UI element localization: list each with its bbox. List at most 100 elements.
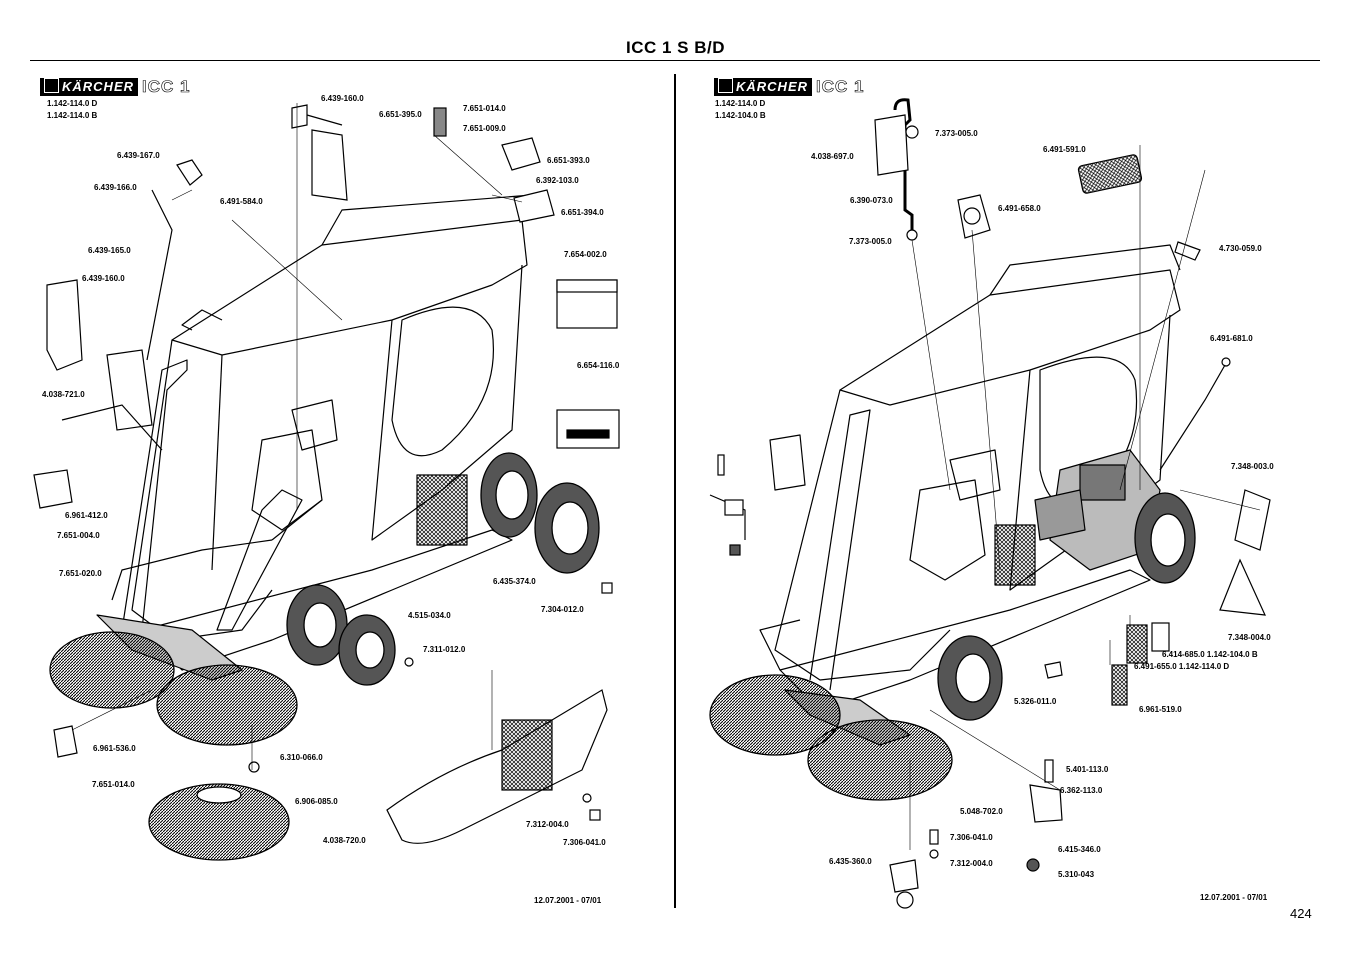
right-air-filter: [957, 194, 991, 239]
part-label: 5.401-113.0: [1066, 765, 1109, 774]
left-fuse: [433, 107, 447, 137]
part-label: 7.651-009.0: [463, 124, 506, 133]
left-kaercher-logo: KÄRCHER: [40, 78, 138, 96]
part-label: 7.373-005.0: [849, 237, 892, 246]
part-label: 7.306-041.0: [563, 838, 606, 847]
part-label: 6.491-681.0: [1210, 334, 1253, 343]
left-side-brush-3: [148, 783, 290, 861]
left-brand-header: KÄRCHER ICC 1: [40, 77, 191, 97]
part-label: 6.414-685.0 1.142-104.0 B: [1162, 650, 1258, 659]
right-model-number: 1.142-114.0 D: [715, 99, 766, 108]
left-charger: [556, 409, 620, 449]
part-label: 6.491-584.0: [220, 197, 263, 206]
part-label: 7.651-004.0: [57, 531, 100, 540]
part-label: 7.311-012.0: [423, 645, 466, 654]
part-label: 6.415-346.0: [1058, 845, 1101, 854]
right-seat: [909, 479, 986, 581]
right-intake-bracket: [874, 114, 909, 176]
left-mudguard: [46, 279, 83, 371]
part-label: 7.654-002.0: [564, 250, 607, 259]
left-lamp-2: [513, 189, 555, 223]
left-seat: [251, 429, 323, 531]
page-number: 424: [1290, 906, 1312, 921]
part-label: 6.491-658.0: [998, 204, 1041, 213]
left-side-brush-2: [156, 664, 298, 746]
part-label: 6.362-113.0: [1060, 786, 1103, 795]
right-hydraulic-filter: [1111, 664, 1128, 706]
part-label: 7.312-004.0: [526, 820, 569, 829]
left-lamp-1: [501, 137, 541, 171]
part-label: 4.038-697.0: [811, 152, 854, 161]
right-v-belt-2: [1219, 558, 1266, 616]
part-label: 7.651-014.0: [92, 780, 135, 789]
part-label: 4.515-034.0: [408, 611, 451, 620]
part-label: 6.439-166.0: [94, 183, 137, 192]
part-label: 6.435-360.0: [829, 857, 872, 866]
left-tail-light: [53, 725, 78, 758]
left-date: 12.07.2001 - 07/01: [534, 896, 602, 905]
left-side-grille: [501, 719, 553, 791]
part-label: 7.306-041.0: [950, 833, 993, 842]
left-cab-frame: [171, 219, 528, 356]
left-side-brush-1: [49, 631, 175, 709]
right-cab-frame: [839, 269, 1181, 406]
left-wiper: [146, 189, 173, 361]
right-grille: [994, 524, 1036, 586]
right-oil-filter: [1126, 624, 1148, 664]
left-model-number: 1.142-114.0 D: [47, 99, 98, 108]
part-label: 5.326-011.0: [1014, 697, 1057, 706]
part-label: 6.390-073.0: [850, 196, 893, 205]
part-label: 4.038-721.0: [42, 390, 85, 399]
part-label: 6.654-116.0: [577, 361, 620, 370]
left-work-light: [33, 469, 73, 509]
part-label: 7.651-014.0: [463, 104, 506, 113]
right-brand-header: KÄRCHER ICC 1: [714, 77, 865, 97]
right-model-name: ICC 1: [816, 77, 865, 97]
right-mount-bracket: [724, 499, 744, 516]
part-label: 6.439-167.0: [117, 151, 160, 160]
part-label: 6.651-393.0: [547, 156, 590, 165]
part-label: 6.491-655.0 1.142-114.0 D: [1134, 662, 1230, 671]
part-label: 7.348-004.0: [1228, 633, 1271, 642]
left-model-name: ICC 1: [142, 77, 191, 97]
title-rule: [30, 60, 1320, 61]
right-caster-wheel: [889, 859, 919, 893]
right-kaercher-logo: KÄRCHER: [714, 78, 812, 96]
part-label: 6.961-519.0: [1139, 705, 1182, 714]
right-dipstick: [1159, 364, 1226, 471]
part-label: 7.304-012.0: [541, 605, 584, 614]
part-label: 4.038-720.0: [323, 836, 366, 845]
part-label: 6.961-412.0: [65, 511, 108, 520]
part-label: 4.730-059.0: [1219, 244, 1262, 253]
part-label: 7.651-020.0: [59, 569, 102, 578]
left-diagram-panel: KÄRCHER ICC 1 1.142-114.0 D 1.142-114.0 …: [22, 70, 672, 920]
part-label: 6.491-591.0: [1043, 145, 1086, 154]
left-side-cover: [386, 689, 608, 844]
right-exploded-diagram: [709, 98, 1271, 909]
right-side-brush-1: [709, 674, 841, 756]
right-fuel-filter: [1077, 154, 1143, 194]
right-date: 12.07.2001 - 07/01: [1200, 893, 1268, 902]
right-v-belt-1: [1234, 489, 1271, 551]
part-label: 6.651-395.0: [379, 110, 422, 119]
document-title: ICC 1 S B/D: [625, 38, 726, 57]
part-label: 5.310-043: [1058, 870, 1095, 879]
part-label: 7.373-005.0: [935, 129, 978, 138]
part-label: 5.048-702.0: [960, 807, 1003, 816]
left-grille: [416, 474, 468, 546]
part-label: 6.439-160.0: [321, 94, 364, 103]
right-diagram-panel: KÄRCHER ICC 1 1.142-114.0 D 1.142-104.0 …: [690, 70, 1340, 920]
left-model-number: 1.142-114.0 B: [47, 111, 98, 120]
part-label: 6.961-536.0: [93, 744, 136, 753]
part-label: 7.312-004.0: [950, 859, 993, 868]
right-model-numbers: 1.142-114.0 D 1.142-104.0 B: [715, 98, 766, 122]
part-label: 6.439-160.0: [82, 274, 125, 283]
part-label: 6.392-103.0: [536, 176, 579, 185]
part-label: 6.651-394.0: [561, 208, 604, 217]
part-label: 6.439-165.0: [88, 246, 131, 255]
right-fuel-cap: [1044, 661, 1063, 679]
right-model-number: 1.142-104.0 B: [715, 111, 766, 120]
left-mirror: [311, 129, 348, 201]
part-label: 7.348-003.0: [1231, 462, 1274, 471]
right-bracket-assembly: [1029, 784, 1063, 823]
